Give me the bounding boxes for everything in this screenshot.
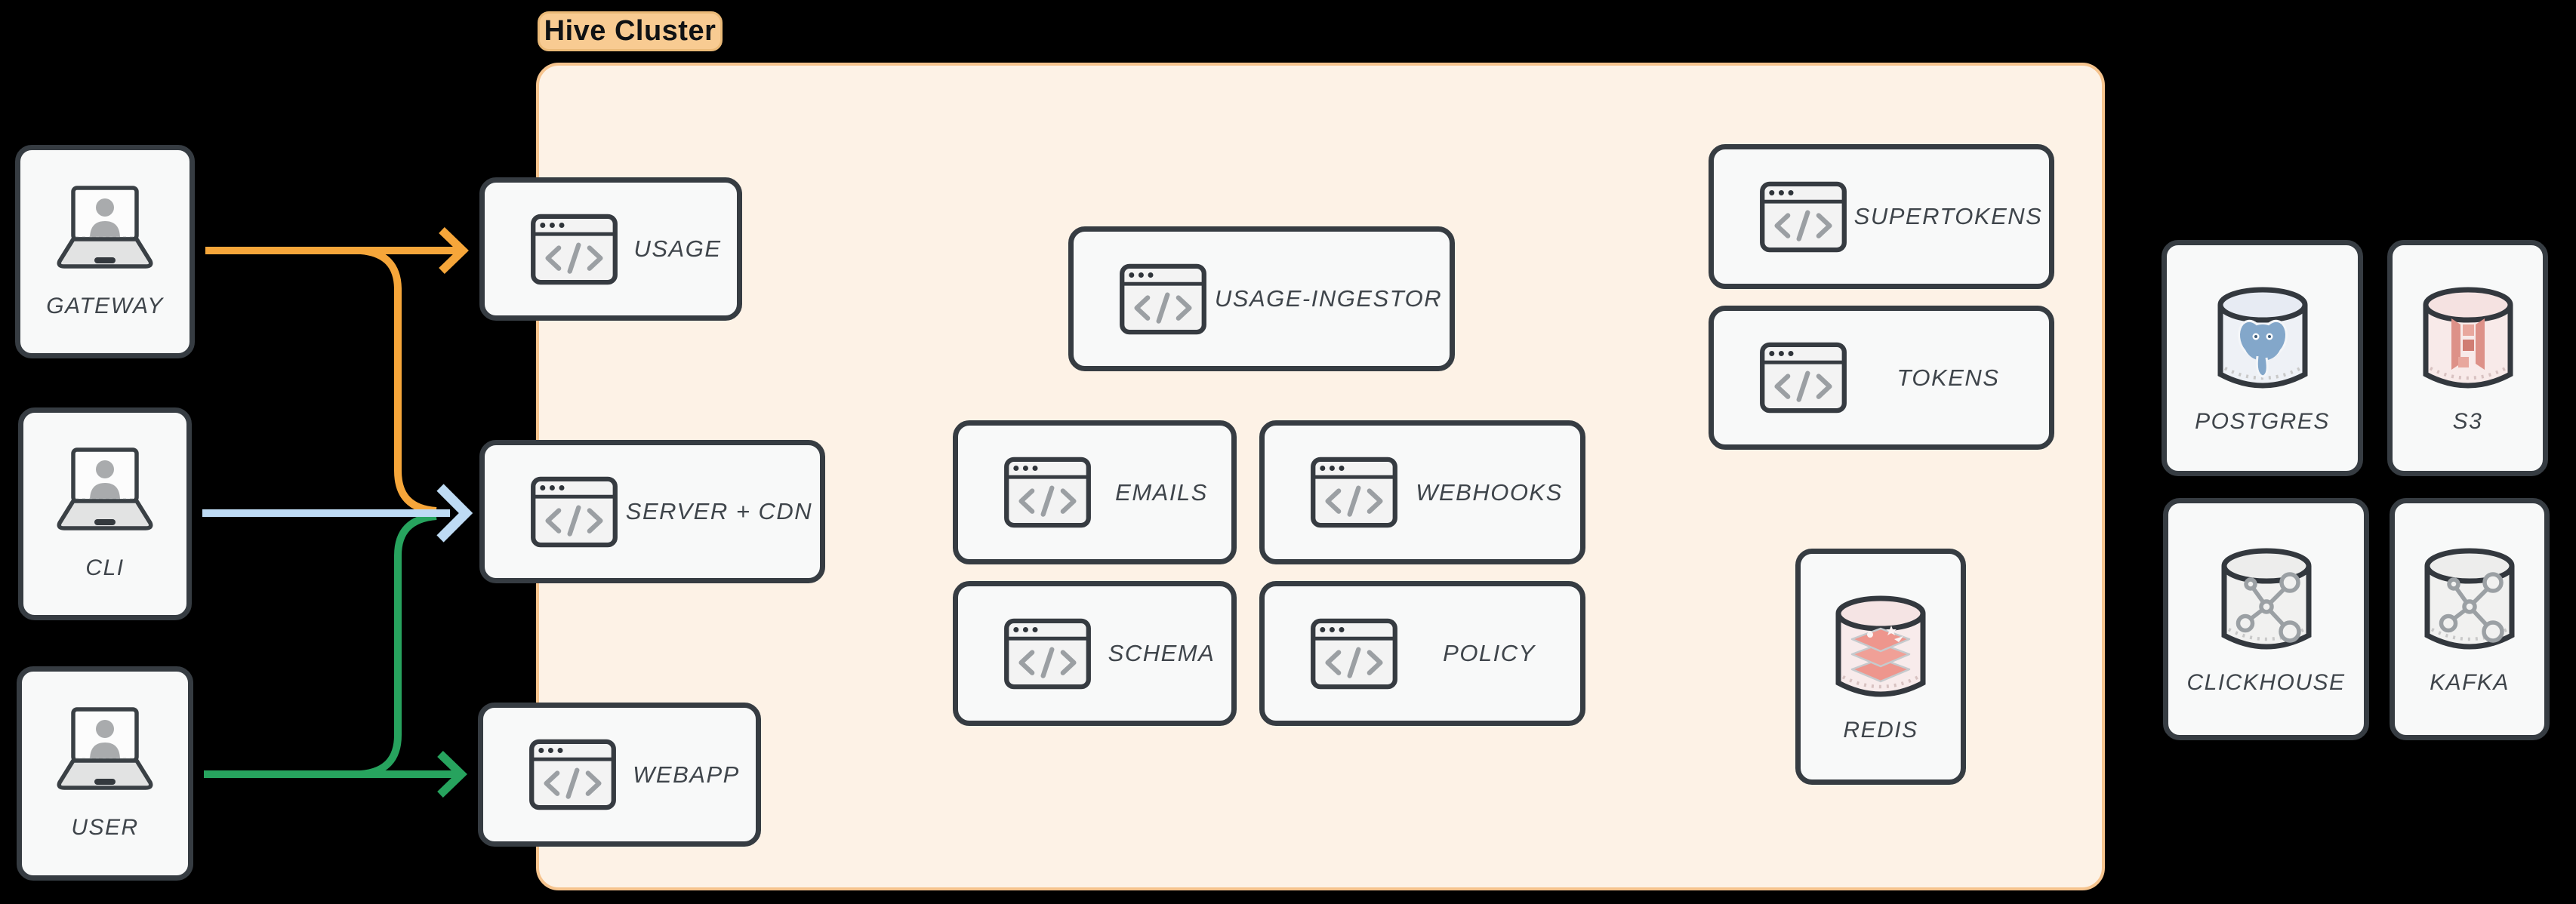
postgres-db-icon [2213, 282, 2313, 397]
node-label: S3 [2452, 408, 2483, 434]
node-policy[interactable]: POLICY [1259, 581, 1585, 726]
node-webapp[interactable]: WEBAPP [478, 703, 761, 847]
node-label: WEBAPP [633, 761, 740, 788]
node-usage[interactable]: USAGE [479, 177, 742, 321]
arrowhead-icon [439, 227, 469, 274]
node-postgres[interactable]: POSTGRES [2162, 240, 2363, 476]
laptop-user-icon [48, 447, 162, 537]
node-tokens[interactable]: TOKENS [1709, 306, 2054, 450]
edge-user-to-webapp [204, 751, 467, 798]
code-window-icon [1759, 181, 1847, 253]
hive-cluster-tag: Hive Cluster [538, 11, 723, 51]
edge-gateway-to-server-cdn [360, 247, 437, 515]
node-label: CLI [85, 555, 125, 580]
edge-cli-to-server-cdn [202, 484, 473, 543]
node-cli[interactable]: CLI [18, 407, 192, 620]
arrowhead-icon [437, 751, 467, 798]
code-window-icon [1759, 342, 1847, 414]
node-s3[interactable]: S3 [2387, 240, 2548, 476]
node-label: USAGE-INGESTOR [1214, 285, 1443, 312]
molecule-db-icon [2217, 543, 2316, 658]
node-server-cdn[interactable]: SERVER + CDN [479, 440, 825, 583]
node-schema[interactable]: SCHEMA [953, 581, 1237, 726]
node-kafka[interactable]: KAFKA [2390, 498, 2550, 740]
laptop-user-icon [48, 706, 162, 797]
node-label: SERVER + CDN [625, 498, 813, 524]
node-label: SCHEMA [1108, 640, 1216, 666]
code-window-icon [1003, 457, 1092, 528]
code-window-icon [530, 476, 618, 548]
edge-user-to-server-cdn [360, 512, 437, 778]
molecule-db-icon [2420, 543, 2519, 658]
code-window-icon [530, 214, 618, 285]
node-clickhouse[interactable]: CLICKHOUSE [2163, 498, 2369, 740]
node-label: SUPERTOKENS [1853, 203, 2043, 229]
node-user[interactable]: USER [17, 666, 193, 881]
node-label: POSTGRES [2195, 408, 2330, 434]
code-window-icon [1310, 618, 1398, 690]
node-usage-ingestor[interactable]: USAGE-INGESTOR [1068, 226, 1455, 371]
node-label: REDIS [1843, 717, 1918, 743]
code-window-icon [1310, 457, 1398, 528]
node-redis[interactable]: REDIS [1795, 549, 1966, 785]
node-supertokens[interactable]: SUPERTOKENS [1709, 144, 2054, 289]
node-label: USAGE [633, 235, 722, 262]
s3-db-icon [2418, 282, 2518, 397]
node-label: POLICY [1443, 640, 1536, 666]
node-gateway[interactable]: GATEWAY [15, 145, 195, 358]
redis-db-icon [1831, 591, 1930, 706]
arrowhead-icon [436, 484, 473, 543]
code-window-icon [528, 739, 617, 810]
node-label: TOKENS [1897, 364, 2000, 391]
laptop-user-icon [48, 185, 162, 275]
node-label: KAFKA [2430, 669, 2510, 695]
node-emails[interactable]: EMAILS [953, 420, 1237, 564]
node-label: EMAILS [1115, 478, 1208, 506]
node-webhooks[interactable]: WEBHOOKS [1259, 420, 1585, 564]
node-label: CLICKHOUSE [2186, 669, 2346, 695]
code-window-icon [1119, 263, 1207, 335]
node-label: USER [71, 815, 139, 840]
node-label: GATEWAY [46, 293, 164, 318]
code-window-icon [1003, 618, 1092, 690]
node-label: WEBHOOKS [1416, 478, 1563, 506]
edge-gateway-to-usage [205, 227, 469, 274]
